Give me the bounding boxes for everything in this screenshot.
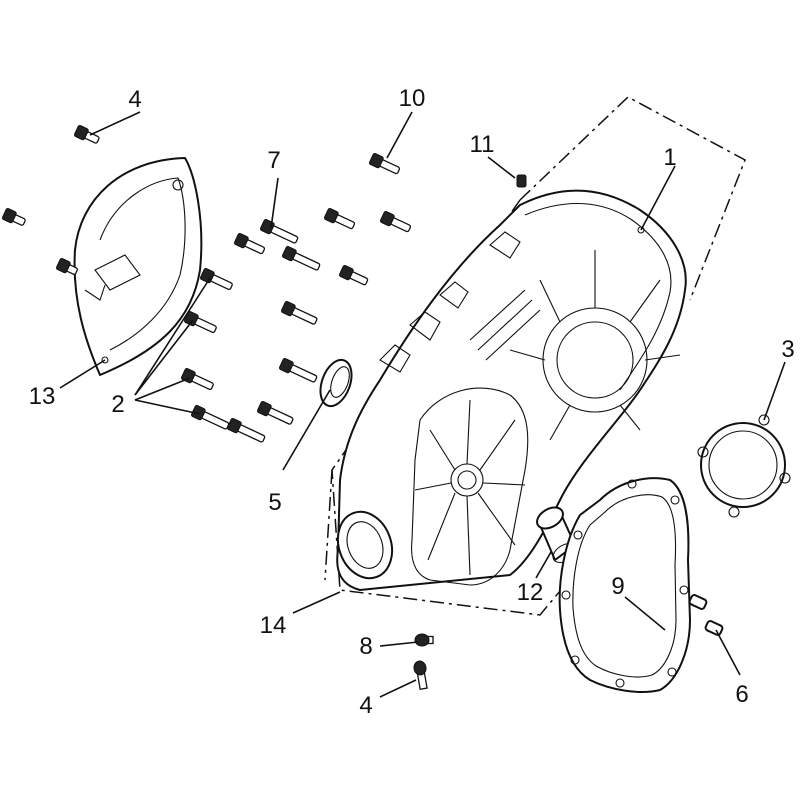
callout-12: 12 [517,579,544,606]
callout-7: 7 [267,147,280,174]
bolt-8[interactable] [414,633,434,647]
part-13-shroud[interactable] [73,157,203,376]
part-5-oil-seal[interactable] [315,356,358,411]
callout-5: 5 [268,489,281,516]
bolt-2k[interactable] [323,208,356,232]
callout-11: 11 [470,131,495,158]
bolt-left-edge[interactable] [1,208,27,228]
part-11-plug-screw[interactable] [516,174,527,188]
bolt-10[interactable] [368,153,401,177]
bolt-2m[interactable] [338,265,369,288]
bolt-4-top[interactable] [73,125,101,146]
part-9-cover-gasket[interactable] [558,477,691,693]
callout-13: 13 [29,383,56,410]
callout-8: 8 [359,633,372,660]
callout-4-top: 4 [128,86,141,113]
part-1-crankcase-cover[interactable] [329,189,687,591]
bolt-7[interactable] [259,219,300,246]
callout-9: 9 [611,573,624,600]
leader-lines [59,111,786,698]
bolt-2e[interactable] [226,418,267,445]
bolt-2h[interactable] [280,301,319,327]
bolt-2f[interactable] [256,401,295,427]
callout-2: 2 [111,391,124,418]
part-6-dowel-pins[interactable] [688,594,724,636]
part-3-round-gasket[interactable] [697,414,791,518]
bolt-2j[interactable] [233,233,266,257]
callout-14: 14 [260,612,287,639]
bolt-2g[interactable] [278,358,319,385]
callout-6: 6 [735,681,748,708]
bolt-shroud[interactable] [55,258,79,277]
callout-3: 3 [781,336,794,363]
bolt-2i[interactable] [281,246,322,273]
callout-10: 10 [399,85,426,112]
callout-labels: 1 2 3 4 4 5 6 7 8 9 10 11 12 13 14 [29,85,795,719]
bolt-2l[interactable] [379,211,412,235]
bolt-2b[interactable] [183,311,218,335]
bolt-2a[interactable] [199,268,234,292]
callout-4-bottom: 4 [359,692,372,719]
bolt-2d[interactable] [190,405,231,432]
bolt-4-bottom[interactable] [413,660,430,691]
bolt-group [1,125,434,691]
callout-1: 1 [663,144,676,171]
